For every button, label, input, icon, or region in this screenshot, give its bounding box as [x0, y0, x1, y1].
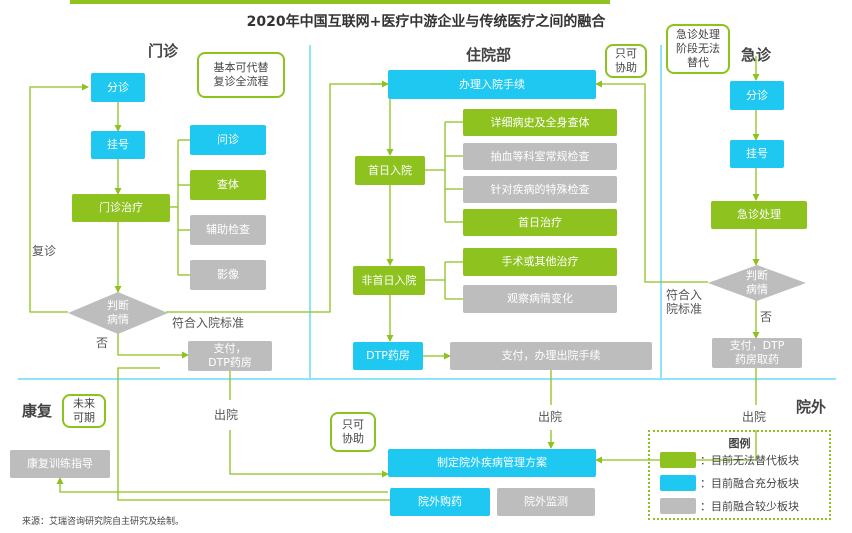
- rehab-guide: 康复训练指导: [10, 450, 110, 478]
- section-outpatient: 门诊: [148, 42, 179, 60]
- legend-swatch-green: [660, 452, 696, 468]
- emergency-judge-label: 判断 病情: [746, 269, 768, 296]
- note-rehab: 未来 可期: [62, 394, 106, 428]
- outside-buy: 院外购药: [390, 488, 490, 516]
- note-outpatient: 基本可代替 复诊全流程: [197, 52, 285, 98]
- section-outside: 院外: [796, 398, 827, 416]
- label-discharge-emergency: 出院: [742, 410, 767, 424]
- page-title: 2020年中国互联网+医疗中游企业与传统医疗之间的融合: [246, 14, 606, 30]
- inpatient-first-day: 首日入院: [355, 156, 425, 185]
- legend-swatch-blue: [660, 475, 696, 491]
- inpatient-admission: 办理入院手续: [388, 70, 596, 99]
- legend-swatch-gray: [660, 498, 696, 514]
- note-emergency: 急诊处理 阶段无法 替代: [666, 24, 730, 74]
- legend: 图例 ：目前无法替代板块 ：目前融合充分板块 ：目前融合较少板块: [648, 430, 831, 520]
- outpatient-exam: 查体: [190, 170, 266, 200]
- legend-title: 图例: [728, 437, 751, 450]
- inpatient-history: 详细病史及全身查体: [463, 109, 617, 136]
- legend-label: ：目前融合充分板块: [700, 477, 799, 490]
- legend-item: ：目前无法替代板块: [660, 452, 799, 468]
- outpatient-judge-diamond: [68, 292, 168, 334]
- outside-plan: 制定院外疾病管理方案: [388, 449, 596, 477]
- inpatient-non-first-day: 非首日入院: [353, 266, 425, 295]
- emergency-register: 挂号: [730, 140, 784, 168]
- outpatient-judge-label: 判断 病情: [107, 299, 129, 326]
- outpatient-treatment: 门诊治疗: [72, 194, 170, 222]
- outpatient-triage: 分诊: [91, 73, 145, 102]
- label-discharge-inpatient: 出院: [538, 410, 563, 424]
- label-emergency-criteria: 符合入 院标准: [666, 288, 703, 317]
- emergency-triage: 分诊: [730, 81, 784, 110]
- section-inpatient: 住院部: [466, 46, 512, 64]
- note-inpatient: 只可 协助: [605, 44, 647, 78]
- inpatient-first-treat: 首日治疗: [463, 209, 617, 236]
- inpatient-dtp: DTP药房: [353, 342, 423, 370]
- emergency-judge-diamond: [708, 265, 806, 301]
- legend-label: ：目前融合较少板块: [700, 500, 799, 513]
- source-note: 来源：艾瑞咨询研究院自主研究及绘制。: [22, 517, 185, 527]
- legend-label: ：目前无法替代板块: [700, 454, 799, 467]
- outpatient-pay: 支付， DTP药房: [188, 341, 272, 371]
- outpatient-register: 挂号: [91, 131, 145, 159]
- outpatient-aux-exam: 辅助检查: [190, 215, 266, 245]
- section-emergency: 急诊: [741, 46, 772, 64]
- emergency-pay: 支付，DTP 药房取药: [712, 338, 802, 368]
- label-followup: 复诊: [32, 244, 57, 258]
- legend-item: ：目前融合充分板块: [660, 475, 799, 491]
- inpatient-surgery: 手术或其他治疗: [463, 248, 617, 276]
- label-outpatient-no: 否: [96, 336, 109, 350]
- inpatient-blood: 抽血等科室常规检查: [463, 143, 617, 170]
- outside-monitor: 院外监测: [497, 488, 595, 516]
- inpatient-observe: 观察病情变化: [463, 285, 617, 313]
- label-outpatient-criteria: 符合入院标准: [172, 316, 245, 330]
- note-outside: 只可 协助: [330, 412, 376, 452]
- label-discharge-outpatient: 出院: [214, 408, 239, 422]
- legend-item: ：目前融合较少板块: [660, 498, 799, 514]
- outpatient-inquiry: 问诊: [190, 125, 266, 155]
- emergency-treatment: 急诊处理: [711, 201, 807, 229]
- top-accent-bar: [70, 0, 610, 4]
- inpatient-discharge-pay: 支付，办理出院手续: [450, 342, 652, 370]
- label-emergency-no: 否: [760, 310, 773, 324]
- section-rehab: 康复: [22, 402, 53, 420]
- inpatient-special: 针对疾病的特殊检查: [463, 176, 617, 203]
- outpatient-imaging: 影像: [190, 260, 266, 290]
